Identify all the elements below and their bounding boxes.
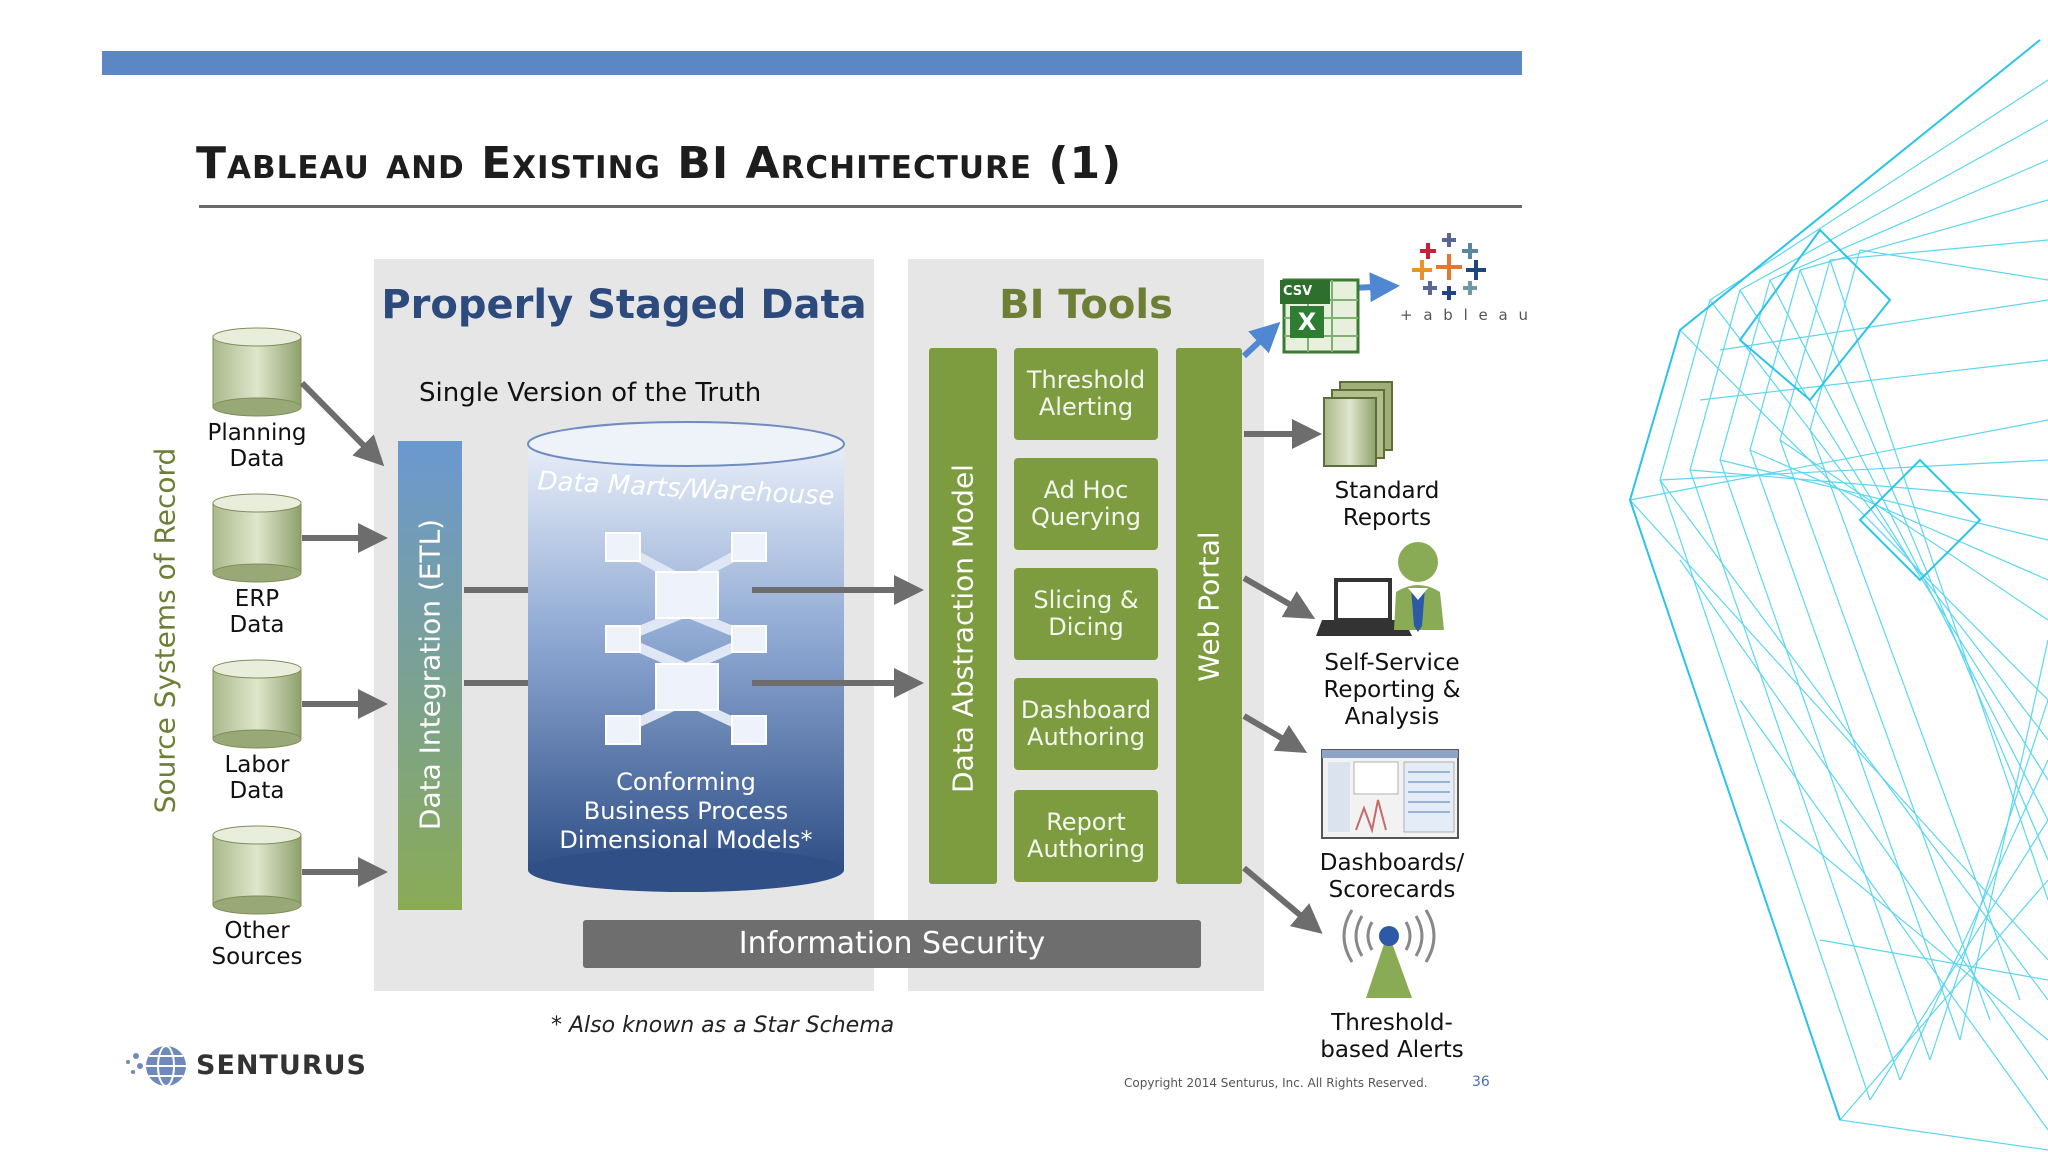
tool-slicing-dicing: Slicing &Dicing <box>1014 568 1158 660</box>
standard-reports-icon <box>1323 381 1393 467</box>
arrow-planning-to-etl <box>299 380 385 467</box>
csv-badge: CSV <box>1283 284 1313 299</box>
tool-label-line1: Threshold <box>1026 366 1146 394</box>
alert-antenna-icon <box>1342 909 1436 998</box>
other-sources-label: Other Sources <box>187 918 327 970</box>
web-portal-label: Web Portal <box>1192 531 1226 682</box>
slide-title: Tableau and Existing BI Architecture (1) <box>196 138 1123 189</box>
etl-label-wrap: Data Integration (ETL) <box>230 519 630 830</box>
bi-tools-heading: BI Tools <box>999 282 1173 328</box>
label-line2: Reporting & <box>1323 677 1461 703</box>
data-abstraction-bar <box>929 348 997 884</box>
copyright-text: Copyright 2014 Senturus, Inc. All Rights… <box>1124 1076 1428 1090</box>
svg-text:X: X <box>1298 308 1317 336</box>
erp-label-line1: ERP <box>234 586 280 612</box>
architecture-diagram: X <box>126 233 1486 1087</box>
planning-data-label: Planning Data <box>187 420 327 472</box>
dashboards-label: Dashboards/ Scorecards <box>1310 850 1474 904</box>
other-label-line1: Other <box>224 918 290 944</box>
erp-label-line2: Data <box>229 612 285 638</box>
arrow-portal-to-selfservice <box>1242 575 1316 619</box>
dimensional-models-label: Conforming Business Process Dimensional … <box>528 768 844 855</box>
labor-data-cylinder <box>212 659 302 749</box>
tool-label-line2: Authoring <box>1027 723 1145 751</box>
other-sources-cylinder <box>212 825 302 915</box>
label-line1: Threshold- <box>1331 1010 1453 1036</box>
title-underline <box>199 205 1522 208</box>
label-line1: Standard <box>1334 478 1440 504</box>
label-line1: Dashboards/ <box>1319 850 1465 876</box>
tool-label-line2: Authoring <box>1027 835 1145 863</box>
senturus-logo-text: SENTURUS <box>196 1050 367 1081</box>
erp-data-label: ERP Data <box>187 586 327 638</box>
arrow-portal-to-dashboards <box>1242 713 1308 754</box>
etl-bar <box>398 441 462 910</box>
tool-label-line2: Alerting <box>1038 393 1134 421</box>
arrow-portal-to-excel <box>1241 321 1281 359</box>
planning-data-cylinder <box>212 327 302 417</box>
etl-label: Data Integration (ETL) <box>413 518 447 831</box>
star-schema-footnote: * Also known as a Star Schema <box>551 1013 895 1038</box>
self-service-label: Self-Service Reporting & Analysis <box>1312 650 1472 731</box>
data-abstraction-label: Data Abstraction Model <box>946 464 980 793</box>
warehouse-cylinder <box>527 421 845 892</box>
web-portal-bar <box>1176 348 1242 884</box>
tool-label-line2: Dicing <box>1048 613 1124 641</box>
tool-label-line1: Ad Hoc <box>1043 476 1129 504</box>
models-line2: Business Process <box>583 797 789 825</box>
arrow-portal-to-alerts <box>1242 865 1323 934</box>
planning-label-line2: Data <box>229 446 285 472</box>
standard-reports-label: Standard Reports <box>1312 478 1462 532</box>
top-accent-bar <box>102 51 1522 75</box>
dashboards-icon <box>1321 749 1459 839</box>
star-schema-graphic <box>605 532 767 745</box>
label-line3: Analysis <box>1344 704 1440 730</box>
tool-label-line1: Slicing & <box>1033 586 1139 614</box>
self-service-icon <box>1316 542 1444 636</box>
single-version-subheading: Single Version of the Truth <box>419 378 762 408</box>
excel-csv-icon: X <box>1280 278 1360 354</box>
staged-data-heading: Properly Staged Data <box>381 282 867 328</box>
labor-label-line1: Labor <box>224 752 290 778</box>
tableau-wordmark: + a b l e a u <box>1400 306 1531 324</box>
erp-data-cylinder <box>212 493 302 583</box>
threshold-alerts-label: Threshold- based Alerts <box>1310 1010 1474 1064</box>
page-number: 36 <box>1472 1074 1490 1090</box>
models-line1: Conforming <box>616 768 756 796</box>
wireframe-decoration <box>1628 39 2048 1151</box>
information-security-bar: Information Security <box>583 920 1201 968</box>
label-line2: Reports <box>1342 505 1432 531</box>
other-label-line2: Sources <box>211 944 303 970</box>
labor-data-label: Labor Data <box>187 752 327 804</box>
tableau-logo <box>1412 233 1486 300</box>
tool-label-line1: Report <box>1046 808 1126 836</box>
labor-label-line2: Data <box>229 778 285 804</box>
label-line2: based Alerts <box>1320 1037 1464 1063</box>
label-line2: Scorecards <box>1328 877 1456 903</box>
tool-label-line1: Dashboard <box>1020 696 1152 724</box>
tool-label-line2: Querying <box>1030 503 1142 531</box>
senturus-globe-logo <box>126 1045 186 1087</box>
models-line3: Dimensional Models* <box>559 826 813 854</box>
label-line1: Self-Service <box>1324 650 1460 676</box>
planning-label-line1: Planning <box>207 420 307 446</box>
